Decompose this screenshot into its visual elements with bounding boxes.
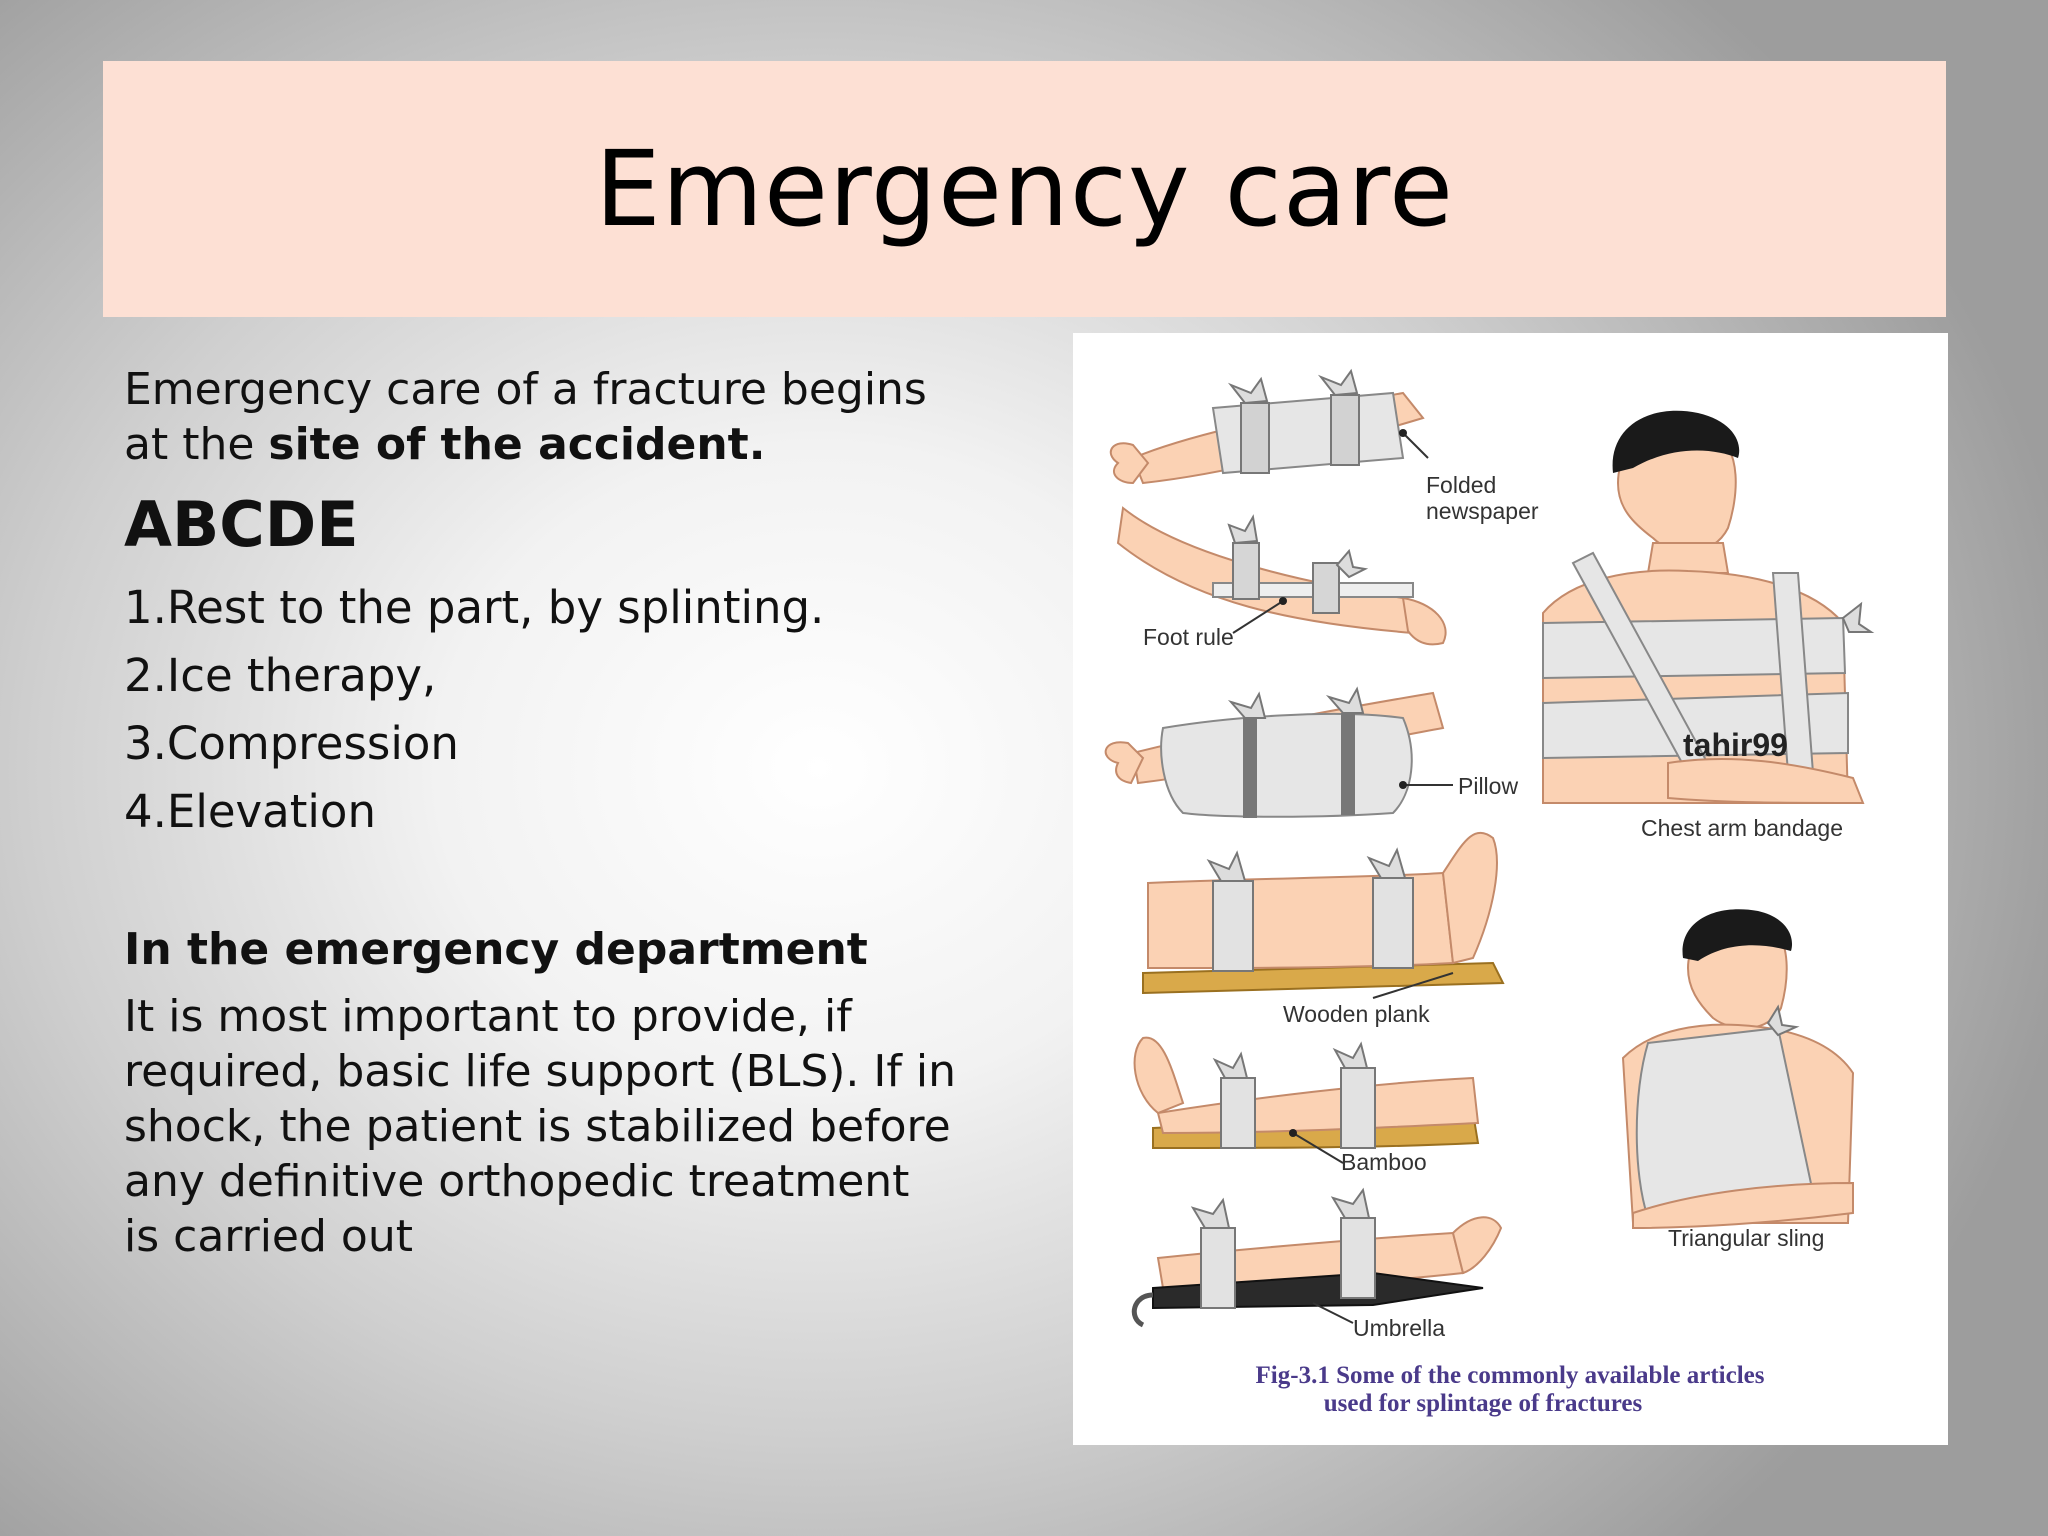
figure-caption-line-1: Fig-3.1 Some of the commonly available a…	[1256, 1362, 1765, 1389]
chest-arm-bandage-illustration	[1542, 410, 1875, 805]
emergency-dept-paragraph: It is most important to provide, if requ…	[124, 989, 1024, 1264]
leg-wooden-plank-illustration	[1142, 832, 1505, 999]
step-ice: 2.Ice therapy,	[124, 649, 437, 702]
label-umbrella: Umbrella	[1353, 1315, 1445, 1341]
triangular-sling-illustration	[1621, 909, 1855, 1230]
paragraph-line-1: It is most important to provide, if	[124, 991, 852, 1042]
forearm-foot-rule-illustration	[1116, 506, 1447, 646]
paragraph-line-4: any definitive orthopedic treatment	[124, 1156, 910, 1207]
label-triangular-sling: Triangular sling	[1668, 1225, 1824, 1251]
label-folded-newspaper-2: newspaper	[1426, 498, 1539, 524]
paragraph-line-3: shock, the patient is stabilized before	[124, 1101, 951, 1152]
slide-title: Emergency care	[595, 128, 1454, 250]
intro-line-2-prefix: at the	[124, 419, 269, 470]
abcde-heading: ABCDE	[124, 488, 359, 561]
step-elevation: 4.Elevation	[124, 785, 376, 838]
figure-caption-line-2: used for splintage of fractures	[1324, 1390, 1643, 1417]
text-column: Emergency care of a fracture begins at t…	[124, 362, 1024, 1264]
label-chest-arm-bandage: Chest arm bandage	[1641, 815, 1843, 841]
forearm-newspaper-illustration	[1109, 368, 1429, 485]
intro-text: Emergency care of a fracture begins at t…	[124, 362, 1024, 472]
step-compression: 3.Compression	[124, 717, 459, 770]
step-rest: 1.Rest to the part, by splinting.	[124, 581, 825, 634]
emergency-dept-heading: In the emergency department	[124, 924, 868, 975]
label-wooden-plank: Wooden plank	[1283, 1001, 1430, 1027]
label-pillow: Pillow	[1458, 773, 1518, 799]
splint-illustration: Folded newspaper Foot rule Pil	[1104, 368, 1875, 1417]
paragraph-line-5: is carried out	[124, 1211, 413, 1262]
label-foot-rule: Foot rule	[1143, 624, 1234, 650]
leg-umbrella-illustration	[1131, 1187, 1503, 1328]
label-bamboo: Bamboo	[1341, 1149, 1427, 1175]
title-bar: Emergency care	[103, 61, 1946, 317]
splint-figure: Folded newspaper Foot rule Pil	[1073, 333, 1948, 1445]
watermark-text: tahir99	[1683, 727, 1788, 763]
intro-line-2-bold: site of the accident.	[268, 419, 766, 470]
label-folded-newspaper-1: Folded	[1426, 472, 1496, 498]
paragraph-line-2: required, basic life support (BLS). If i…	[124, 1046, 956, 1097]
leg-bamboo-illustration	[1133, 1036, 1480, 1164]
intro-line-1: Emergency care of a fracture begins	[124, 364, 927, 415]
forearm-pillow-illustration	[1104, 686, 1453, 818]
